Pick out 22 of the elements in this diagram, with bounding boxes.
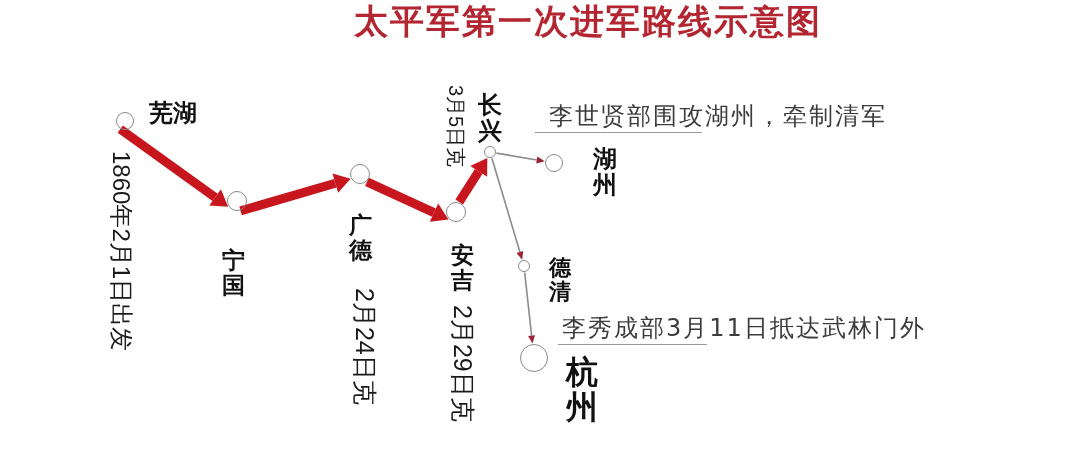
route-arrow — [455, 157, 488, 205]
thin-arrow — [523, 271, 536, 344]
place-name: 芜湖 — [149, 101, 197, 125]
route-arrow — [117, 125, 229, 207]
place-name: 长兴 — [478, 92, 503, 145]
date-note: 2月29日克 — [450, 305, 475, 422]
date-note: 1860年2月1日出发 — [109, 151, 133, 352]
annotation-note: 李秀成部3月11日抵达武林门外 — [562, 316, 926, 340]
route-arrow — [239, 173, 351, 216]
route-arrow — [365, 177, 449, 222]
thin-arrow — [491, 157, 524, 260]
date-note: 2月24日克 — [352, 288, 377, 405]
place-name: 杭州 — [566, 355, 599, 426]
place-name: 德清 — [549, 256, 572, 305]
place-name: 广德 — [349, 213, 373, 264]
thin-arrow — [495, 152, 545, 164]
title: 太平军第一次进军路线示意图 — [354, 3, 822, 41]
date-note: 3月5日克 — [446, 85, 466, 168]
place-name: 安吉 — [451, 243, 475, 294]
place-name: 湖州 — [593, 146, 618, 199]
place-name: 宁国 — [222, 248, 246, 299]
annotation-note: 李世贤部围攻湖州，牵制清军 — [549, 104, 887, 128]
